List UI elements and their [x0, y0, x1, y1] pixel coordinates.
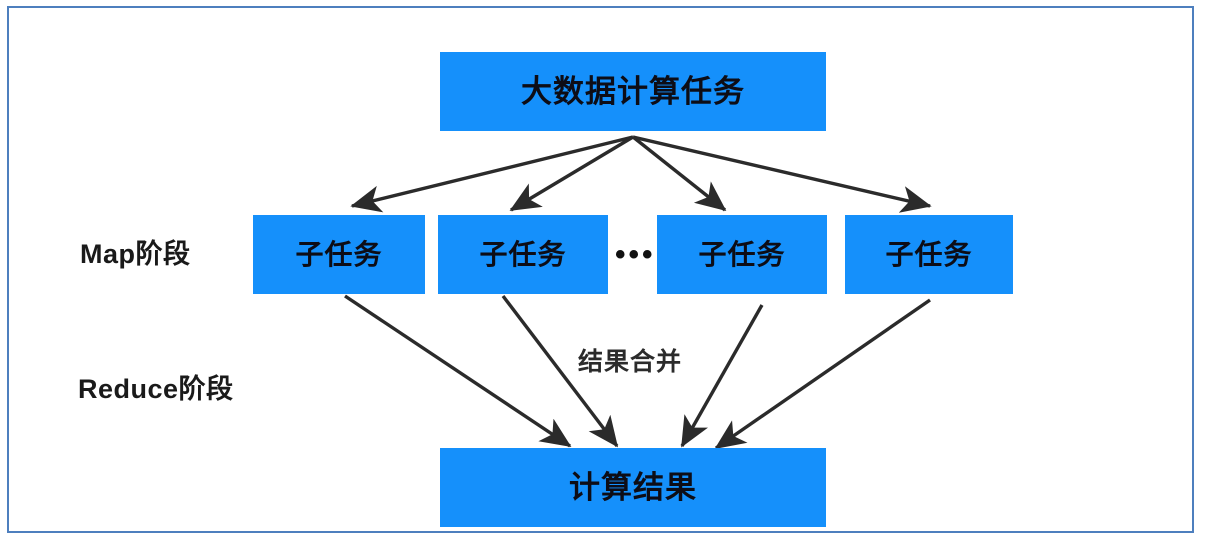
ellipsis-icon: ••• [615, 238, 656, 271]
node-subtask-3[interactable]: 子任务 [657, 215, 827, 294]
node-subtask-4[interactable]: 子任务 [845, 215, 1013, 294]
stage-label-map: Map阶段 [80, 241, 191, 268]
node-compute-result-label: 计算结果 [569, 470, 697, 505]
node-subtask-1-label: 子任务 [295, 238, 383, 270]
stage-label-reduce: Reduce阶段 [78, 376, 234, 403]
node-subtask-1[interactable]: 子任务 [253, 215, 425, 294]
node-big-data-task-label: 大数据计算任务 [521, 74, 745, 109]
node-big-data-task[interactable]: 大数据计算任务 [440, 52, 826, 131]
node-compute-result[interactable]: 计算结果 [440, 448, 826, 527]
node-subtask-2-label: 子任务 [479, 238, 567, 270]
stage-label-map-text: Map阶段 [80, 239, 191, 269]
edge-label-merge: 结果合并 [578, 348, 683, 376]
node-subtask-4-label: 子任务 [885, 238, 973, 270]
node-subtask-2[interactable]: 子任务 [438, 215, 608, 294]
node-subtask-3-label: 子任务 [698, 238, 786, 270]
stage-label-reduce-text: Reduce阶段 [78, 374, 234, 404]
